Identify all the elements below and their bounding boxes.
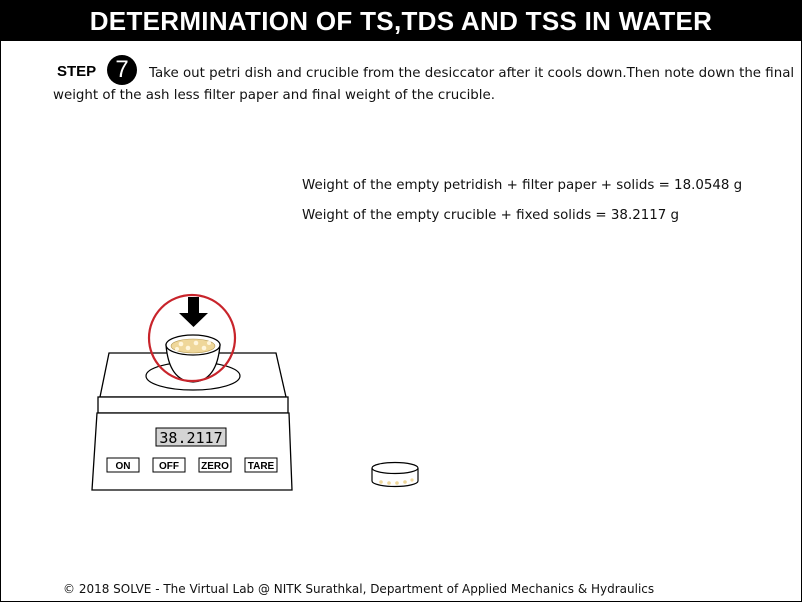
zero-button-label: ZERO [201, 461, 229, 472]
tare-button-label: TARE [248, 461, 275, 472]
zero-button[interactable]: ZERO [198, 457, 232, 473]
step-instruction: Take out petri dish and crucible from th… [53, 66, 795, 103]
off-button[interactable]: OFF [152, 457, 186, 473]
petri-dish[interactable] [371, 461, 419, 488]
down-arrow-icon [179, 297, 208, 327]
off-button-label: OFF [159, 461, 179, 472]
crucible-weight-reading: Weight of the empty crucible + fixed sol… [302, 208, 680, 223]
crucible[interactable] [165, 334, 221, 383]
balance-display [155, 427, 227, 447]
petridish-weight-reading: Weight of the empty petridish + filter p… [302, 178, 743, 193]
step-label: STEP [57, 63, 97, 80]
highlight-circle [147, 293, 237, 383]
tare-button[interactable]: TARE [244, 457, 278, 473]
on-button[interactable]: ON [106, 457, 140, 473]
weighing-balance: 38.2117 ON OFF ZERO TARE [91, 396, 293, 491]
balance-display-value: 38.2117 [159, 429, 222, 447]
footer-copyright: © 2018 SOLVE - The Virtual Lab @ NITK Su… [63, 582, 655, 596]
on-button-label: ON [116, 461, 131, 472]
page-title: DETERMINATION OF TS,TDS AND TSS IN WATER [1, 1, 801, 41]
step-number-badge: 7 [107, 55, 137, 85]
